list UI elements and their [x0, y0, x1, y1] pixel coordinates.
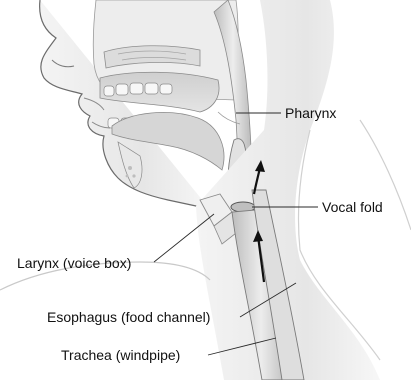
- esophagus-label: Esophagus (food channel): [47, 309, 210, 325]
- pharynx-label: Pharynx: [285, 105, 336, 121]
- trachea-label: Trachea (windpipe): [61, 347, 180, 363]
- vocal-fold-label: Vocal fold: [322, 199, 383, 215]
- larynx-label: Larynx (voice box): [17, 255, 131, 271]
